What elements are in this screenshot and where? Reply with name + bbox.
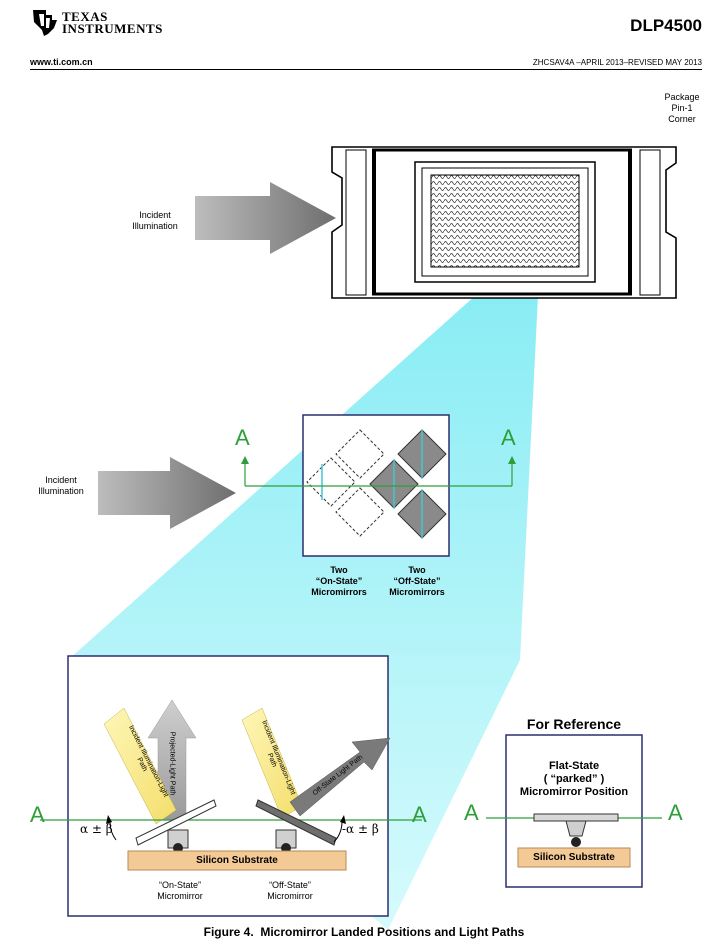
angle-right-label: -α ± β [342,822,379,836]
flat-line1: Flat-State [548,760,600,772]
ti-logo-icon [33,10,57,36]
section-marker-a-ref-right: A [668,800,683,825]
doc-id: DLP4500 [630,16,702,35]
incident-illumination-middle-label: Incident Illumination [26,475,96,497]
cross-section-frame [67,655,389,917]
substrate-label-bottom: Silicon Substrate [196,855,278,866]
header-revision: ZHCSAV4A –APRIL 2013–REVISED MAY 2013 [532,58,702,67]
off-label-line2: “Off-State” [393,576,441,586]
package-pin1-line2: Pin-1 [671,103,693,113]
incident-mid-line2: Illumination [38,486,84,496]
off-state-mirrors [369,429,447,539]
package-pin1-label: Package Pin-1 Corner [652,92,712,125]
incident-top-line1: Incident [139,210,171,220]
header-url[interactable]: www.ti.com.cn [30,57,93,67]
on-label-line3: Micromirrors [311,587,367,597]
incident-on-arrow [103,707,177,825]
reference-title: For Reference [526,716,622,732]
projected-light-label: Projected-Light Path [168,731,176,796]
on-label-line2: “On-State” [315,576,363,586]
incident-mid-line1: Incident [45,475,77,485]
incident-arrow-top [195,182,336,254]
header-rule [30,69,702,70]
silicon-substrate-reference [517,847,631,868]
logo-line2: Instruments [62,21,163,36]
incident-arrow-middle [98,457,236,529]
on-mirror-line2: Micromirror [157,891,203,901]
two-off-state-label: Two “Off-State” Micromirrors [374,565,460,598]
figure-caption: Figure 4. Micromirror Landed Positions a… [203,925,525,939]
package-pin1-line3: Corner [668,114,696,124]
dmd-package [331,146,677,299]
off-state-arrow [289,737,391,817]
off-label-line1: Two [408,565,426,575]
substrate-label-reference: Silicon Substrate [533,852,615,863]
flat-state-label: Flat-State ( “parked” ) Micromirror Posi… [506,760,642,799]
off-mirror-line1: “Off-State” [269,880,311,890]
two-on-state-label: Two “On-State” Micromirrors [296,565,382,598]
package-pin1-line1: Package [664,92,700,102]
section-marker-a-mid-right: A [501,425,516,450]
on-state-mirrors [306,429,385,537]
off-mirror-line2: Micromirror [267,891,313,901]
incident-illumination-top-label: Incident Illumination [120,210,190,232]
flat-line3: Micromirror Position [519,786,629,798]
section-marker-a-ref-left: A [464,800,479,825]
section-marker-a-bottom-right: A [412,802,427,827]
off-state-mirror-label: “Off-State” Micromirror [250,880,330,902]
section-marker-a-mid-left: A [235,425,250,450]
silicon-substrate-bottom [127,850,347,871]
angle-left-label: α ± β [80,822,113,836]
flat-line2: ( “parked” ) [543,773,605,785]
section-marker-a-bottom-left: A [30,802,45,827]
off-label-line3: Micromirrors [389,587,445,597]
on-mirror-line1: “On-State” [158,880,201,890]
logo-line1: Texas [62,9,108,24]
incident-top-line2: Illumination [132,221,178,231]
ti-logo: Texas Instruments [30,6,170,40]
on-state-mirror-label: “On-State” Micromirror [140,880,220,902]
on-label-line1: Two [330,565,348,575]
